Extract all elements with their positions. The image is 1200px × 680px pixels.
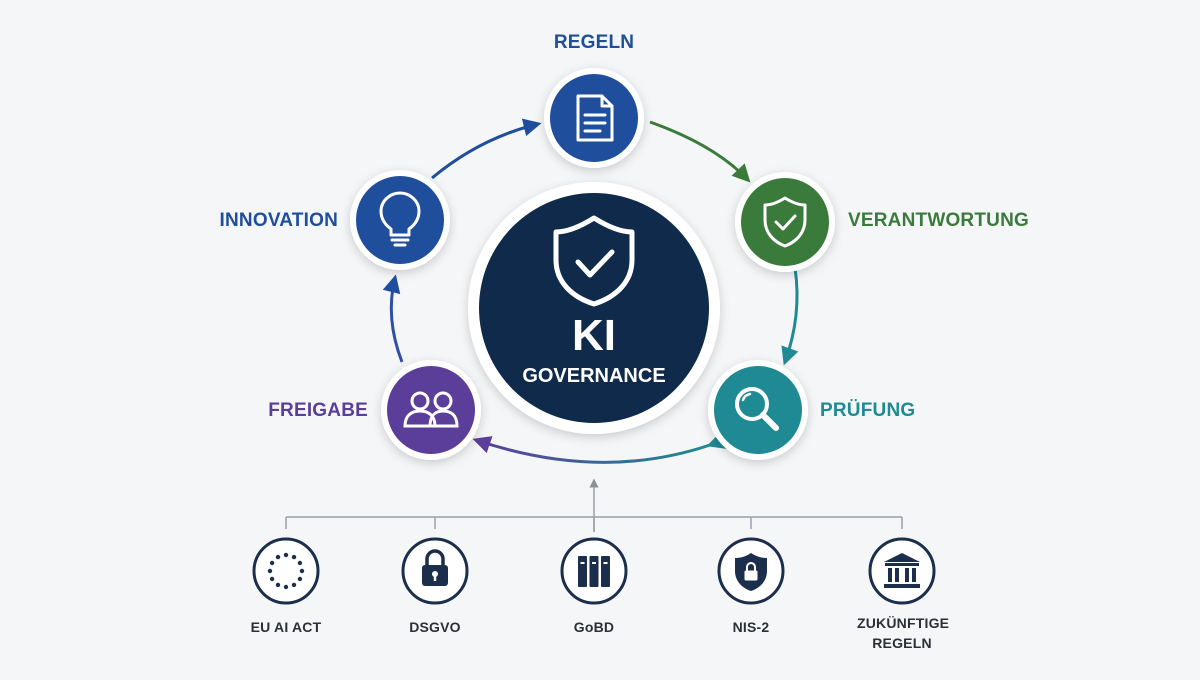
reg-label-zukuenftige-regeln: ZUKÜNFTIGE REGELN [857, 615, 950, 651]
shield-check-icon [763, 196, 807, 248]
eu-stars-icon [267, 552, 305, 590]
center-node [468, 182, 720, 434]
reg-gobd[interactable] [560, 537, 628, 605]
lightbulb-icon [379, 191, 421, 247]
arrow-regeln-to-verantwortung [649, 120, 751, 183]
reg-label-nis-2: NIS-2 [732, 619, 770, 635]
reg-dsgvo[interactable] [401, 537, 469, 605]
connector-tree [285, 478, 903, 532]
label-pruefung: PRÜFUNG [820, 400, 916, 421]
center-shield-check-icon [553, 215, 635, 307]
node-verantwortung[interactable] [735, 172, 835, 272]
reg-eu-ai-act[interactable] [252, 537, 320, 605]
shield-lock-icon [735, 553, 767, 591]
magnifier-icon [735, 387, 779, 431]
reg-label-eu-ai-act: EU AI ACT [250, 619, 322, 635]
node-innovation[interactable] [350, 170, 450, 270]
node-regeln[interactable] [544, 68, 644, 168]
users-icon [403, 391, 459, 428]
reg-nis-2[interactable] [717, 537, 785, 605]
center-subtitle: GOVERNANCE [522, 365, 666, 387]
node-freigabe[interactable] [381, 360, 481, 460]
arrow-freigabe-to-innovation [382, 274, 404, 363]
institution-icon [884, 553, 920, 588]
arrow-innovation-to-regeln [431, 118, 542, 180]
label-regeln: REGELN [553, 32, 635, 53]
arrow-pruefung-freigabe [472, 431, 727, 464]
arrow-verantwortung-to-pruefung [781, 267, 799, 366]
reg-zukuenftige-regeln[interactable] [868, 537, 936, 605]
label-freigabe: FREIGABE [268, 400, 368, 421]
binders-icon [578, 556, 610, 587]
document-icon [576, 94, 614, 142]
reg-label-gobd: GoBD [573, 619, 615, 635]
reg-label-dsgvo: DSGVO [409, 619, 461, 635]
label-verantwortung: VERANTWORTUNG [848, 210, 1029, 231]
padlock-icon [422, 549, 448, 586]
center-title: KI [572, 311, 616, 360]
label-innovation: INNOVATION [219, 210, 338, 231]
node-pruefung[interactable] [708, 360, 808, 460]
